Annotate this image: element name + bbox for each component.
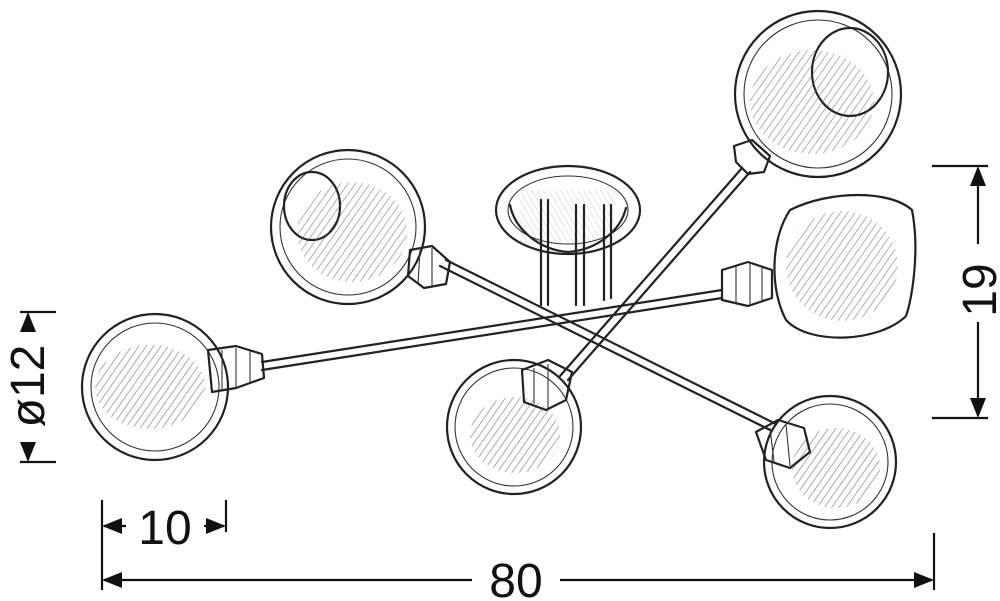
globe-upper-left: [269, 148, 452, 306]
dimension-height-label: 19: [954, 263, 1000, 316]
globe-lower-right: [754, 394, 898, 530]
dimension-total-width: 80: [100, 500, 936, 601]
dimension-height: 19: [932, 164, 1000, 420]
center-stems: [539, 198, 613, 307]
lamp-arms: [260, 166, 778, 432]
globe-upper-right: [732, 9, 903, 179]
dimension-arm-offset-label: 10: [138, 502, 191, 555]
dimension-globe-diameter: ø12: [2, 310, 56, 464]
globe-center-bottom: [445, 358, 583, 496]
dimension-globe-diameter-label: ø12: [2, 345, 55, 428]
dimension-total-width-label: 80: [489, 555, 542, 601]
dimension-arm-offset: 10: [102, 500, 228, 555]
globe-right: [720, 193, 917, 339]
globe-left: [80, 312, 266, 462]
ceiling-canopy: [494, 164, 642, 256]
